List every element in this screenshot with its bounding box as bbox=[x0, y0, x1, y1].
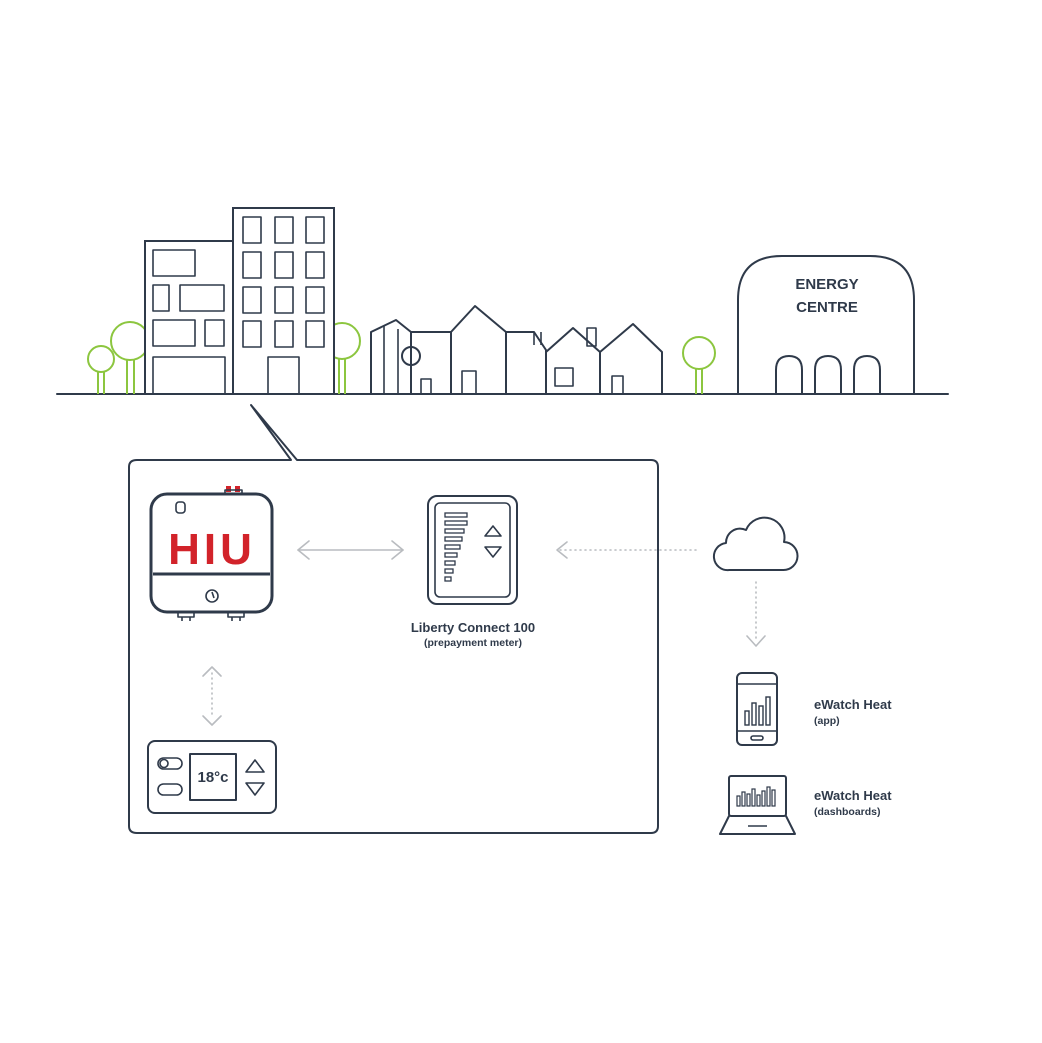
app-subtitle: (app) bbox=[814, 715, 840, 727]
houses-icon bbox=[370, 305, 663, 395]
meter-title: Liberty Connect 100 bbox=[411, 620, 535, 635]
apartment-building-icon bbox=[144, 240, 234, 395]
cloud-meter-arrow bbox=[556, 541, 701, 559]
app-title: eWatch Heat bbox=[814, 697, 892, 712]
energy-centre-label-line2: CENTRE bbox=[796, 299, 858, 316]
thermostat-icon bbox=[147, 740, 277, 814]
hiu-thermostat-arrow bbox=[202, 666, 222, 726]
hiu-unit-icon bbox=[149, 486, 274, 621]
dashboards-subtitle: (dashboards) bbox=[814, 806, 881, 818]
thermostat-temperature: 18°c bbox=[197, 769, 228, 786]
hiu-label: HIU bbox=[168, 525, 256, 574]
smartphone-icon bbox=[736, 672, 778, 746]
prepayment-meter-icon bbox=[427, 495, 518, 605]
tower-block-icon bbox=[232, 207, 335, 395]
energy-centre-icon bbox=[737, 255, 915, 395]
meter-subtitle: (prepayment meter) bbox=[424, 637, 522, 649]
dashboards-title: eWatch Heat bbox=[814, 788, 892, 803]
tree-icon bbox=[110, 321, 150, 394]
tree-icon bbox=[87, 345, 115, 394]
home-panel bbox=[128, 404, 659, 834]
energy-centre-label-line1: ENERGY bbox=[795, 276, 858, 293]
cloud-app-arrow bbox=[746, 581, 766, 647]
tree-icon bbox=[682, 336, 716, 394]
hiu-meter-arrow bbox=[297, 540, 404, 560]
cloud-icon bbox=[713, 516, 799, 572]
laptop-icon bbox=[719, 775, 796, 835]
